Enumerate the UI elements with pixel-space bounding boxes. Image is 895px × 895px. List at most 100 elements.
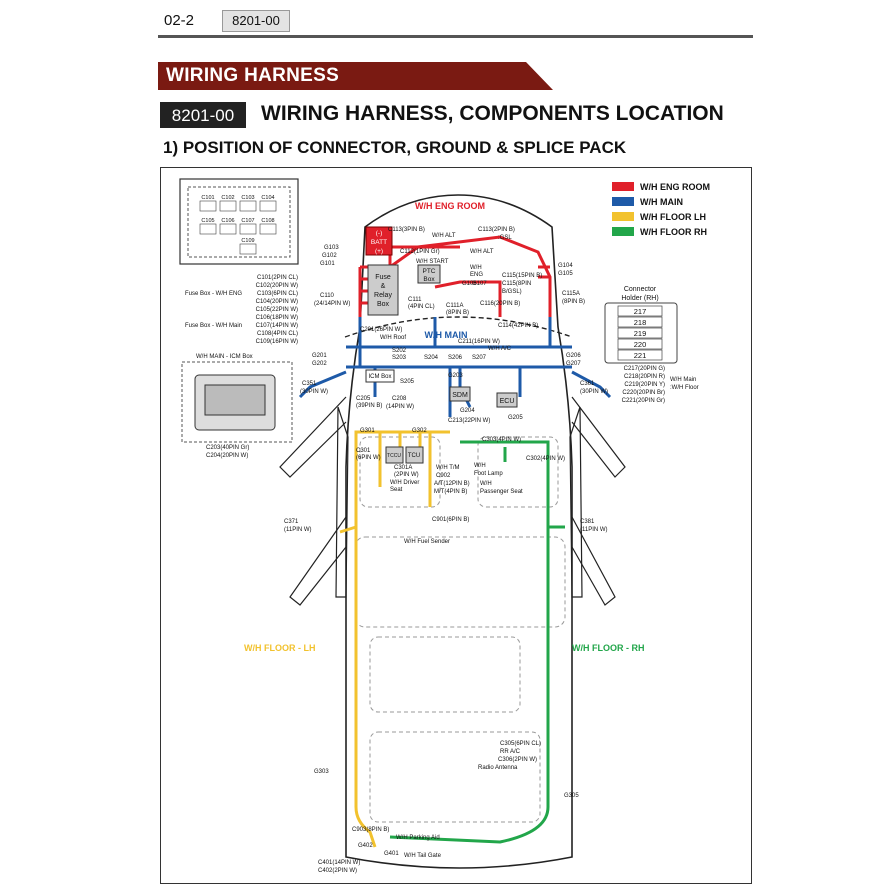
- holder-pin-box: [617, 349, 663, 361]
- battery: [365, 226, 393, 256]
- connector-label: C116(20PIN B): [480, 301, 520, 307]
- passenger-seat: [477, 436, 559, 508]
- harness-floor-lh: [339, 430, 450, 848]
- connector-label: C361: [580, 381, 595, 387]
- harness-label-eng-room: W/H ENG ROOM: [415, 201, 485, 211]
- fuse-connector-label: C106: [221, 218, 234, 224]
- connector-label: C305(6PIN CL): [500, 741, 541, 747]
- holder-pin-box: [617, 305, 663, 317]
- page-number: 02-2: [164, 12, 195, 29]
- legend-label: W/H MAIN: [640, 197, 683, 207]
- connector-label: W/H: [470, 265, 482, 271]
- fuse-relay-box: [367, 264, 399, 316]
- connector-label: W/H Fuel Sender: [404, 539, 450, 545]
- tccu-module: [385, 446, 404, 464]
- connector-label: C114(42PIN B): [498, 323, 538, 329]
- fuse-connector-slot: [199, 223, 217, 235]
- connector-label: M/T(4PIN B): [434, 489, 467, 495]
- connector-label: C111: [408, 297, 422, 303]
- connector-label: W/H Driver: [390, 480, 419, 486]
- connector-label: A/T(12PIN B): [434, 481, 470, 487]
- connector-label: Passenger Seat: [480, 489, 523, 495]
- icm-c203-label: C203(40PIN Gr): [206, 445, 249, 451]
- tcu-module: [405, 446, 424, 464]
- connector-label: G201: [312, 353, 327, 359]
- legend-label: W/H FLOOR LH: [640, 212, 706, 222]
- fuse-relay-label: Box: [377, 301, 390, 308]
- holder-pin-label: 221: [634, 351, 647, 360]
- connector-label: G207: [566, 361, 581, 367]
- connector-label: G202: [312, 361, 327, 367]
- connector-label: G303: [314, 769, 329, 775]
- fuse-eng-item: C102(20PIN W): [256, 283, 298, 289]
- left-front-door: [279, 396, 347, 478]
- section-code-badge: 8201-00: [160, 102, 246, 128]
- section-title: WIRING HARNESS, COMPONENTS LOCATION: [261, 102, 724, 125]
- fuse-connector-label: C101: [201, 195, 214, 201]
- fuse-relay-label: Fuse: [375, 274, 391, 281]
- fuse-connector-slot: [259, 200, 277, 212]
- sdm-module: [449, 386, 471, 402]
- connector-label: S207: [472, 355, 487, 361]
- fuse-connector-slot: [259, 223, 277, 235]
- connector-label: :GSL: [498, 235, 512, 241]
- ptc-label: Box: [423, 276, 435, 283]
- section-banner: WIRING HARNESS: [158, 62, 553, 90]
- icm-box-inset: [181, 361, 293, 443]
- connector-label: G402: [358, 843, 373, 849]
- fuse-connector-slot: [219, 200, 237, 212]
- right-rear-door: [571, 516, 616, 606]
- legend-swatch: [612, 197, 634, 206]
- connector-label: (8PIN B): [562, 299, 585, 305]
- connector-label: (39PIN B): [356, 403, 382, 409]
- connector-label: G107: [472, 281, 487, 287]
- connector-label: G105: [558, 271, 573, 277]
- holder-connector-item: C218(20PIN R): [624, 374, 665, 380]
- fuse-connector-label: C104: [261, 195, 274, 201]
- connector-label: W/H T/M: [436, 465, 460, 471]
- connector-label: G106: [462, 281, 477, 287]
- holder-pin-box: [617, 338, 663, 350]
- holder-connector-item: C220(20PIN Br): [622, 390, 665, 396]
- holder-title-line: Holder (RH): [621, 295, 658, 302]
- fuse-main-title: Fuse Box - W/H Main: [185, 323, 242, 329]
- connector-label: S205: [400, 379, 415, 385]
- second-row-seat: [354, 536, 566, 628]
- connector-label: (30PIN W): [300, 389, 328, 395]
- connector-label: S206: [448, 355, 463, 361]
- connector-label: W/H ALT: [432, 233, 456, 239]
- connector-label: G205: [508, 415, 523, 421]
- connector-label: G204: [460, 408, 475, 414]
- header-rule: [158, 35, 753, 38]
- connector-label: (6PIN W): [356, 455, 381, 461]
- battery-label: BATT: [371, 239, 387, 246]
- connector-label: G101: [320, 261, 335, 267]
- dashboard-line: [344, 316, 573, 338]
- connector-label: G102: [322, 253, 337, 259]
- holder-connector-item: C221(20PIN Gr): [622, 398, 665, 404]
- ecu-module: [496, 392, 518, 408]
- holder-pin-label: 220: [634, 340, 647, 349]
- connector-label: C381: [580, 519, 595, 525]
- fuse-eng-item: C105(22PIN W): [256, 307, 298, 313]
- car-body-outline: [345, 194, 573, 869]
- holder-connector-item: C217(20PIN G): [624, 366, 665, 372]
- battery-label: (-): [376, 230, 383, 237]
- holder-pin-box: [617, 316, 663, 328]
- legend-swatch: [612, 227, 634, 236]
- connector-label: (24/14PIN W): [314, 301, 350, 307]
- harness-floor-rh: [389, 440, 565, 844]
- connector-label: C113(3PIN B): [388, 227, 425, 233]
- icm-box: [365, 369, 395, 383]
- page-header: 02-2 8201-00: [158, 8, 753, 38]
- connector-label: (14PIN W): [386, 404, 414, 410]
- connector-label: C208: [392, 396, 407, 402]
- fuse-relay-label: Relay: [374, 292, 392, 299]
- connector-label: G301: [360, 428, 375, 434]
- connector-label: W/H Tail Gate: [404, 853, 442, 859]
- fuse-connector-label: C108: [261, 218, 274, 224]
- fuse-eng-item: C103(6PIN CL): [257, 291, 298, 297]
- cargo-area: [369, 731, 541, 823]
- sdm-label: SDM: [452, 392, 468, 399]
